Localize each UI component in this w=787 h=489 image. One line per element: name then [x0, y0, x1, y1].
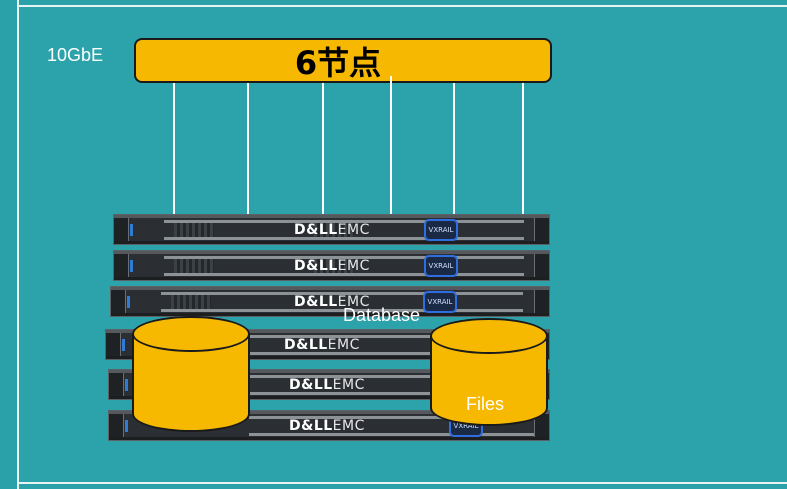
vent — [314, 259, 354, 273]
status-led — [125, 420, 128, 432]
rack-handle — [109, 373, 124, 398]
server-node: D&LLEMC VXRAIL — [110, 286, 550, 317]
database-label: Database — [343, 305, 421, 325]
rack-handle — [534, 218, 549, 243]
front-bezel — [249, 375, 549, 395]
status-led — [130, 260, 133, 272]
vent — [174, 223, 214, 237]
status-led — [127, 296, 130, 308]
network-bus: 6节点 — [134, 38, 552, 83]
uplink-6 — [522, 83, 524, 214]
dell-emc-logo: D&LLEMC — [289, 418, 365, 434]
vxrail-badge: VXRAIL — [423, 291, 457, 313]
dell-emc-logo: D&LLEMC — [294, 258, 370, 274]
rack-handle — [534, 414, 549, 439]
files-label: Files — [466, 394, 505, 414]
status-led — [125, 379, 128, 391]
rack-handle — [114, 254, 129, 279]
cylinder-top — [132, 316, 250, 352]
uplink-1 — [173, 83, 175, 214]
files-cylinder — [430, 318, 548, 426]
front-bezel — [249, 416, 549, 436]
server-node: D&LLEMC VXRAIL — [113, 250, 550, 281]
dell-emc-logo: D&LLEMC — [284, 337, 360, 353]
dell-emc-logo: D&LLEMC — [289, 377, 365, 393]
rack-handle — [109, 414, 124, 439]
status-led — [130, 224, 133, 236]
rack-handle — [114, 218, 129, 243]
cylinder-top — [430, 318, 548, 354]
status-led — [122, 339, 125, 351]
database-cylinder — [132, 316, 250, 432]
rack-handle — [111, 290, 126, 315]
uplink-2 — [247, 83, 249, 214]
server-node: D&LLEMC VXRAIL — [113, 214, 550, 245]
dell-emc-logo: D&LLEMC — [294, 222, 370, 238]
front-bezel — [164, 256, 524, 276]
front-bezel — [161, 292, 523, 312]
vent — [314, 223, 354, 237]
cluster-title: 6节点 — [294, 43, 382, 82]
dell-emc-logo: D&LLEMC — [294, 294, 370, 310]
rack-handle — [534, 254, 549, 279]
vxrail-badge: VXRAIL — [424, 219, 458, 241]
vxrail-badge: VXRAIL — [424, 255, 458, 277]
vent — [174, 259, 214, 273]
uplink-4 — [390, 76, 392, 226]
network-label: 10GbE — [47, 45, 104, 65]
vent — [171, 295, 211, 309]
rack-handle — [106, 333, 121, 358]
rack-handle — [534, 290, 549, 315]
uplink-3 — [322, 83, 324, 228]
uplink-5 — [453, 83, 455, 214]
front-bezel — [164, 220, 524, 240]
front-bezel — [246, 335, 546, 355]
